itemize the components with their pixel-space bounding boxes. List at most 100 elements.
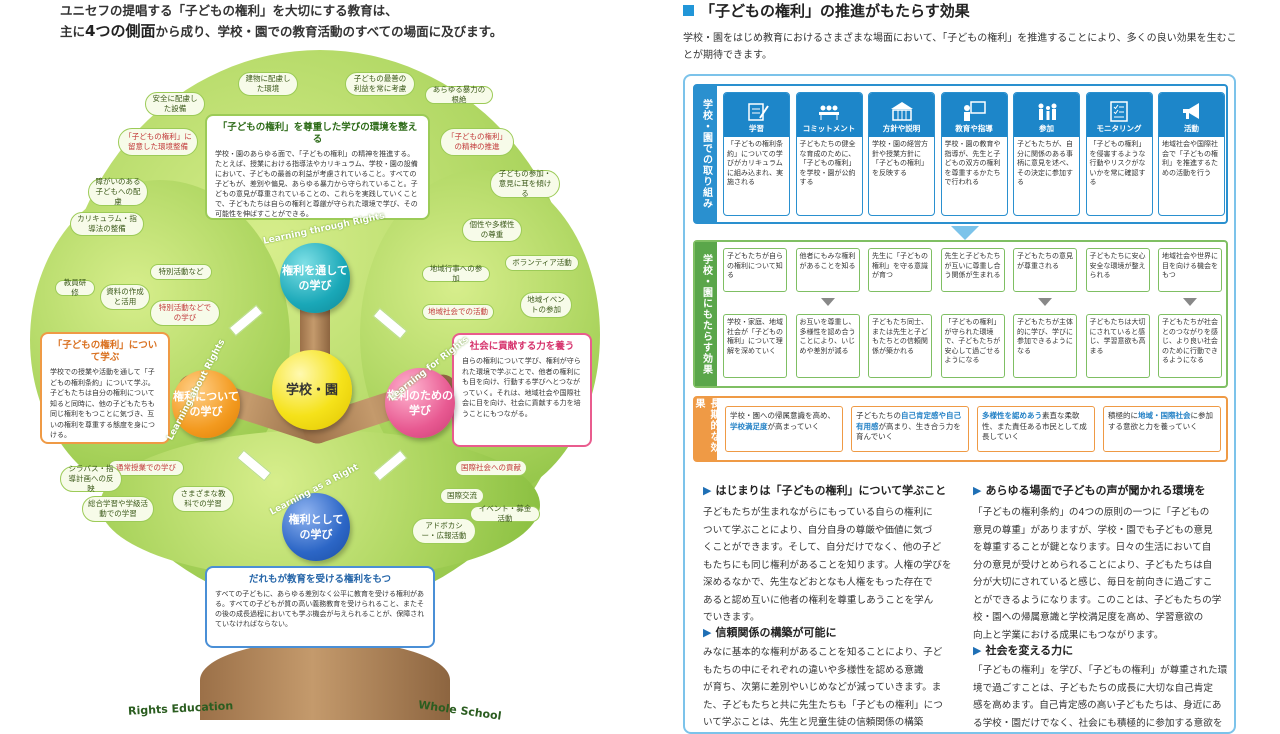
orb-about-rights-label: 権利について の学び <box>173 390 239 418</box>
section-heading-3: ▶あらゆる場面で子どもの声が聞かれる環境を <box>973 482 1205 498</box>
leaf-label: 国際社会への貢献 <box>455 460 527 476</box>
long-effect-pre: 積極的に <box>1108 411 1138 420</box>
initiative-card-5: 参加子どもたちが、自分に関係のある事柄に意見を述べ、その決定に参加する <box>1013 92 1080 216</box>
effect-box-top: 子どもたちに安心安全な環境が整えられる <box>1085 248 1150 292</box>
leaf-label: 総合学習や学級活動での学習 <box>82 496 154 522</box>
box-learning-environment-title: 「子どもの権利」を尊重した学びの環境を整える <box>217 122 418 145</box>
paragraph-line: 「子どもの権利」を学び、「子どもの権利」が尊重された環 <box>973 665 1228 676</box>
orb-about-rights: 権利について の学び <box>172 370 240 438</box>
megaphone-icon <box>1182 103 1199 119</box>
paragraph-line: もたちの中にそれぞれの違いや多様性を認める意識 <box>703 664 924 676</box>
paragraph-line: 感を高めます。自己肯定感の高い子どもたちは、身近にあ <box>973 700 1222 711</box>
initiative-card-header: モニタリング <box>1086 93 1152 137</box>
initiative-card-title: 学習 <box>749 124 764 133</box>
leaf-label: 建物に配慮した環境 <box>238 72 298 96</box>
effect-box-bottom: 子どもたちが社会とのつながりを感じ、より良い社会のために行動できるようになる <box>1158 314 1222 378</box>
paragraph-line: を尊重することが鍵となります。日々の生活において自 <box>973 542 1212 553</box>
orb-through-rights-label: 権利を通して の学び <box>282 264 348 292</box>
effect-box-bottom: 学校・家庭、地域社会が「子どもの権利」について理解を深めていく <box>723 314 787 378</box>
section-body-1: 子どもたちが生まれながらにもっている自らの権利について学ぶことにより、自分自身の… <box>703 504 958 627</box>
long-effect-highlight: 自己肯定感や自己有用感 <box>856 411 961 431</box>
paragraph-line: くことができます。そして、自分だけでなく、他の子ど <box>703 542 942 553</box>
effect-box-top: 地域社会や世界に目を向ける機会をもつ <box>1158 248 1222 292</box>
leaf-label: 国際交流 <box>440 488 484 504</box>
leaf-label: あらゆる暴力の根絶 <box>425 85 493 104</box>
orb-school: 学校・園 <box>272 350 352 430</box>
intro-line-2-post: から成り、学校・園での教育活動のすべての場面に及びます。 <box>155 24 503 39</box>
band-school-initiatives: 学校・園での取り組み 学習「子どもの権利条約」についての学びがカリキュラムに組み… <box>693 84 1228 224</box>
section-body-4: 「子どもの権利」を学び、「子どもの権利」が尊重された環境で過ごすことは、子どもた… <box>973 662 1228 732</box>
section-heading-2-text: 信頼関係の構築が可能に <box>715 626 837 639</box>
band-long-term-label: 長期的な効果 <box>693 398 719 460</box>
triangle-bullet-icon: ▶ <box>973 644 982 657</box>
chevron-down-icon <box>951 226 979 240</box>
section-heading-2: ▶信頼関係の構築が可能に <box>703 624 836 640</box>
section-heading-4: ▶社会を変える力に <box>973 642 1073 658</box>
paragraph-line: る学校・園だけでなく、社会にも積極的に参加する意欲を <box>973 717 1223 729</box>
orb-for-rights-label: 権利のための 学び <box>387 389 453 417</box>
triangle-bullet-icon: ▶ <box>703 484 712 497</box>
initiative-card-text: 子どもたちが、自分に関係のある事柄に意見を述べ、その決定に参加する <box>1017 140 1073 186</box>
leaf-label: 「子どもの権利」に留意した環境整備 <box>118 128 198 156</box>
initiative-card-text: 「子どもの権利」を侵害するような行動やリスクがないかを常に確認する <box>1089 140 1146 186</box>
paragraph-line: 境で過ごすことは、子どもたちの成長に大切な自己肯定 <box>973 682 1213 694</box>
orb-through-rights: 権利を通して の学び <box>280 243 350 313</box>
initiative-card-7: 活動地域社会や国際社会で「子どもの権利」を推進するための活動を行う <box>1158 92 1225 216</box>
section-heading-1-text: はじまりは「子どもの権利」について学ぶこと <box>715 484 947 497</box>
leaf-label: 「子どもの権利」の精神の推進 <box>440 128 514 156</box>
paragraph-line: ついて学ぶことにより、自分自身の尊厳や価値に気づ <box>703 524 933 536</box>
effect-box-bottom: お互いを尊重し、多様性を認め合うことにより、いじめや差別が減る <box>795 314 860 378</box>
initiative-card-title: 参加 <box>1039 124 1054 133</box>
long-effect-post: が高まり、生き合う力を育んでいく <box>856 421 961 442</box>
paragraph-line: みなに基本的な権利があることを知ることにより、子ど <box>703 647 943 658</box>
effect-box-top: 先生と子どもたちが互いに尊重し合う関係が生まれる <box>940 248 1005 292</box>
long-effect-post: が高まっていく <box>767 421 820 431</box>
band-long-term: 長期的な効果 学校・園への帰属意識を高め、学校満足度が高まっていく子どもたちの自… <box>693 396 1228 462</box>
initiative-card-text: 地域社会や国際社会で「子どもの権利」を推進するための活動を行う <box>1162 140 1218 177</box>
lead-text: 学校・園をはじめ教育におけるさまざまな場面において、「子どもの権利」を推進するこ… <box>683 33 1237 61</box>
box-learn-about-rights: 「子どもの権利」について学ぶ 学校での授業や活動を通して「子どもの権利条約」につ… <box>40 332 170 444</box>
initiative-card-header: 参加 <box>1014 93 1079 137</box>
initiative-card-title: 教育や指導 <box>955 124 993 133</box>
initiative-card-header: 活動 <box>1159 93 1224 137</box>
intro-line-2: 主に4つの側面から成り、学校・園での教育活動のすべての場面に及びます。 <box>60 21 502 42</box>
triangle-bullet-icon: ▶ <box>973 484 982 497</box>
paragraph-line: いて学ぶことは、先生と児童生徒の信頼関係の構築 <box>703 717 924 728</box>
box-right-to-education-body: すべての子どもに、あらゆる差別なく公平に教育を受ける権利がある。すべての子どもが… <box>215 590 425 628</box>
long-effect-box: 多様性を認めあう素直な柔軟性、また責任ある市民として成長していく <box>977 406 1095 452</box>
leaf-label: カリキュラム・指導法の整備 <box>70 212 144 236</box>
box-right-to-education: だれもが教育を受ける権利をもつ すべての子どもに、あらゆる差別なく公平に教育を受… <box>205 566 435 648</box>
leaf-label: 個性や多様性の尊重 <box>462 218 522 242</box>
leaf-label: 資料の作成と活用 <box>100 284 150 310</box>
paragraph-line: 子どもたちが生まれながらにもっている自らの権利に <box>703 507 933 518</box>
intro-text: ユニセフの提唱する「子どもの権利」を大切にする教育は、 主に4つの側面から成り、… <box>60 0 502 42</box>
box-right-to-education-title: だれもが教育を受ける権利をもつ <box>248 574 392 585</box>
leaf-label: 安全に配慮した設備 <box>145 92 205 116</box>
paragraph-line: もたちにも同じ権利があることを知ります。人権の学びを <box>703 559 952 571</box>
tree-trunk-base <box>200 640 450 720</box>
leaf-label: ボランティア活動 <box>505 255 579 271</box>
paragraph-line: でいきます。 <box>703 612 760 623</box>
long-effect-pre: 子どもたちの <box>856 411 901 420</box>
box-contribute-society-title: 社会に貢献する力を養う <box>469 341 575 352</box>
box-contribute-society: 社会に貢献する力を養う 自らの権利について学び、権利が守られた環境で学ぶことで、… <box>452 333 592 447</box>
paragraph-line: あると認め互いに他者の権利を尊重しあうことを学ん <box>703 594 934 606</box>
orb-for-rights: 権利のための 学び <box>385 368 455 438</box>
initiative-card-header: 学習 <box>724 93 789 137</box>
leaf-label: 子どもの参加・意見に耳を傾ける <box>490 169 560 198</box>
building-icon <box>890 102 913 121</box>
orb-as-a-right-label: 権利として の学び <box>288 513 344 541</box>
long-effect-box: 子どもたちの自己肯定感や自己有用感が高まり、生き合う力を育んでいく <box>851 406 969 452</box>
effect-box-top: 先生に「子どもの権利」を守る意識が育つ <box>868 248 932 292</box>
paragraph-line: 深めるなかで、先生などおとなも人権をもった存在で <box>703 577 933 588</box>
leaf-label: 通常授業での学び <box>108 460 184 476</box>
leaf-label: アドボカシー・広報活動 <box>412 518 476 544</box>
effect-box-top: 他者にもみな権利があることを知る <box>795 248 860 292</box>
initiative-card-title: 活動 <box>1184 124 1199 133</box>
leaf-label: 地域行事への参加 <box>422 264 490 283</box>
arrow-down-icon <box>1183 298 1197 306</box>
initiative-card-text: 学校・園の教育や指導が、先生と子どもの双方の権利を尊重するかたちで行われる <box>944 140 1001 186</box>
initiative-card-header: コミットメント <box>796 93 862 137</box>
effect-box-top: 子どもたちの意見が尊重される <box>1013 248 1077 292</box>
long-effect-post: 素直な柔軟性、また責任ある市民として成長していく <box>982 411 1087 441</box>
